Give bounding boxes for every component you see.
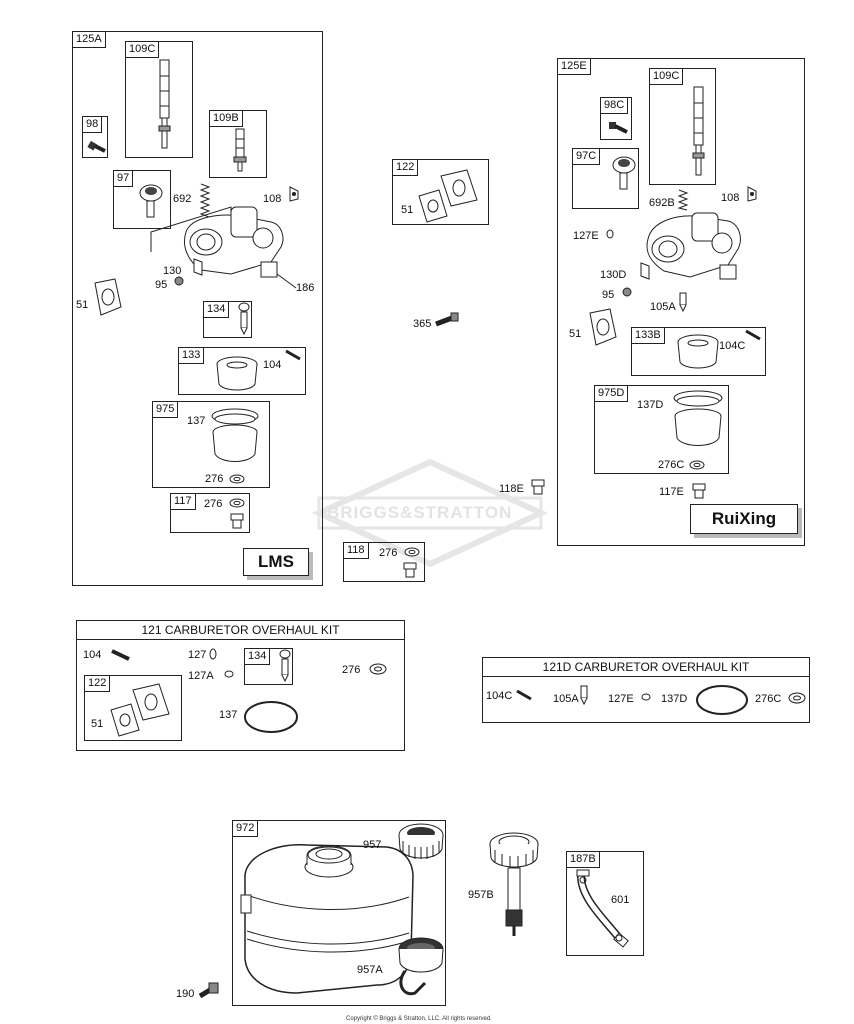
brand-badge: RuiXing xyxy=(690,504,798,534)
bolt-part xyxy=(531,479,545,495)
pin-part xyxy=(193,258,203,276)
spacer-gasket-part xyxy=(110,683,170,737)
float-needle-part xyxy=(238,302,250,336)
float-pin-part xyxy=(285,349,301,361)
kit-121: 121 CARBURETOR OVERHAUL KIT 104 127 127A… xyxy=(76,620,405,751)
brand-badge: LMS xyxy=(243,548,309,576)
subbox-972: 972 957 957A xyxy=(232,820,446,1006)
subbox-109c-e: 109C xyxy=(649,68,716,185)
washer-part xyxy=(404,547,420,557)
spring-part xyxy=(677,189,689,211)
plug-part xyxy=(209,648,217,660)
fuel-cap-with-tube-part xyxy=(489,832,539,936)
label-190: 190 xyxy=(176,988,195,1000)
subbox-975d: 975D 137D 276C xyxy=(594,385,729,474)
subbox-97c: 97C xyxy=(572,148,639,209)
watermark-text: BRIGGS&STRATTON xyxy=(327,503,513,522)
primer-part xyxy=(139,184,163,218)
kit-title: 121D CARBURETOR OVERHAUL KIT xyxy=(483,658,809,677)
subbox-187b: 187B 601 xyxy=(566,851,644,956)
label-118e: 118E xyxy=(499,483,524,495)
subbox-98c: 98C xyxy=(600,97,632,140)
carburetor-part xyxy=(646,212,741,280)
float-bowl-part xyxy=(673,390,723,446)
washer-part xyxy=(689,460,705,470)
subbox-98: 98 xyxy=(82,116,108,158)
subbox-134-kit: 134 xyxy=(244,648,293,685)
washer-part xyxy=(229,498,245,508)
float-pin-part xyxy=(516,689,532,701)
float-pin-part xyxy=(745,329,761,341)
gasket-part xyxy=(94,278,122,316)
subbox-133b: 133B 104C xyxy=(631,327,766,376)
label-365: 365 xyxy=(413,318,432,330)
bolt-part xyxy=(692,483,706,499)
subbox-109b: 109B xyxy=(209,110,267,178)
subbox-97: 97 xyxy=(113,170,171,229)
plug-part xyxy=(224,670,234,678)
float-needle-part xyxy=(279,649,291,683)
primer-part xyxy=(612,156,636,190)
small-screw-part xyxy=(174,276,184,286)
small-screw-part xyxy=(622,287,632,297)
plug-part xyxy=(641,693,651,701)
subbox-133: 133 104 xyxy=(178,347,306,395)
subbox-134: 134 xyxy=(203,301,252,338)
float-part xyxy=(677,334,719,369)
brand-watermark-logo xyxy=(311,458,549,568)
screw-part xyxy=(435,312,459,327)
needle-part xyxy=(679,292,687,313)
group-ruixing: 125E 98C 109C 97C 692B 108 127E xyxy=(557,58,805,546)
washer-part xyxy=(229,474,245,484)
pin-part xyxy=(640,262,650,280)
spring-part xyxy=(199,183,211,221)
kit-title: 121 CARBURETOR OVERHAUL KIT xyxy=(77,621,404,640)
needle-part xyxy=(580,685,588,706)
subbox-109c: 109C xyxy=(125,41,193,158)
subbox-975: 975 137 276 xyxy=(152,401,270,488)
plug-part xyxy=(606,229,614,239)
carburetor-part xyxy=(150,206,297,289)
group-lms: 125A 109C 98 109B 97 xyxy=(72,31,323,586)
copyright-notice: Copyright © Briggs & Stratton, LLC. All … xyxy=(346,1016,492,1022)
bowl-gasket-part xyxy=(696,685,748,715)
clip-part xyxy=(289,186,299,202)
bolt-part xyxy=(403,562,417,578)
float-bowl-part xyxy=(211,408,259,462)
fuel-screen-part xyxy=(158,59,171,149)
bowl-gasket-part xyxy=(244,701,298,733)
gasket-part xyxy=(589,308,617,346)
clip-part xyxy=(747,186,757,202)
label-957b: 957B xyxy=(468,889,494,901)
screw-part xyxy=(87,140,106,153)
float-part xyxy=(216,356,258,391)
kit-121d: 121D CARBURETOR OVERHAUL KIT 104C 105A 1… xyxy=(482,657,810,723)
subbox-118: 118 276 xyxy=(343,542,425,582)
washer-part xyxy=(788,692,806,704)
subbox-122-kit: 122 51 xyxy=(84,675,182,741)
fuel-cap-part xyxy=(398,823,444,859)
fuel-tank-part xyxy=(240,844,414,994)
emulsion-tube-part xyxy=(233,128,247,172)
spacer-gasket-part xyxy=(418,169,478,223)
fuel-cap-part xyxy=(398,937,444,996)
bolt-part xyxy=(230,513,244,529)
float-pin-part xyxy=(111,649,130,661)
subbox-117: 117 276 xyxy=(170,493,250,533)
group-tag: 125A xyxy=(73,32,106,48)
subbox-122: 122 51 xyxy=(392,159,489,225)
fuel-line-part xyxy=(576,869,629,948)
washer-part xyxy=(369,663,387,675)
fuel-screen-part xyxy=(692,86,705,176)
screw-part xyxy=(609,122,628,134)
bolt-part xyxy=(198,982,219,999)
